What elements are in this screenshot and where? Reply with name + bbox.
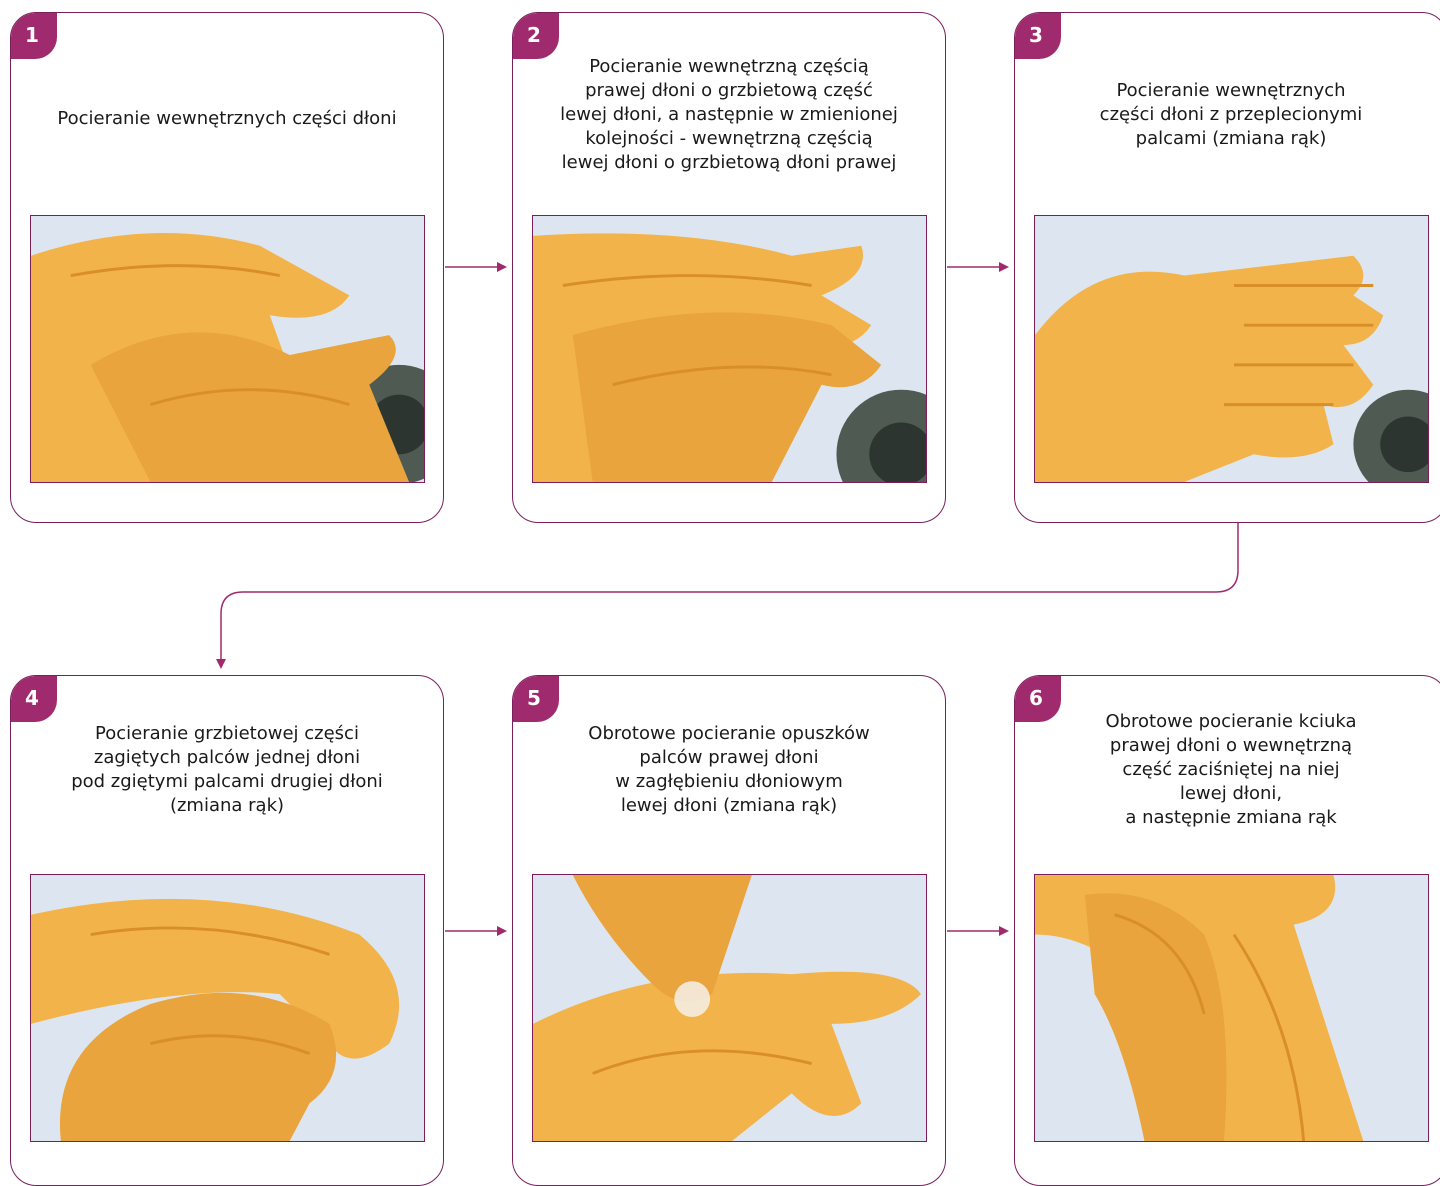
- hands-washing-illustration: [1034, 874, 1429, 1142]
- step-card-2: 2 Pocieranie wewnętrzną częścią prawej d…: [512, 12, 946, 523]
- step-card-5: 5 Obrotowe pocieranie opuszków palców pr…: [512, 675, 946, 1186]
- step-card-3: 3 Pocieranie wewnętrznych części dłoni z…: [1014, 12, 1440, 523]
- step-caption: Obrotowe pocieranie opuszków palców praw…: [533, 722, 925, 818]
- hands-washing-illustration: [532, 215, 927, 483]
- step-caption: Pocieranie wewnętrznych części dłoni z p…: [1035, 79, 1427, 151]
- hands-washing-illustration: [30, 874, 425, 1142]
- step-caption: Pocieranie wewnętrznych części dłoni: [31, 107, 423, 131]
- step-caption: Pocieranie wewnętrzną częścią prawej dło…: [533, 55, 925, 175]
- step-card-4: 4 Pocieranie grzbietowej części zagiętyc…: [10, 675, 444, 1186]
- step-number-badge: 3: [1015, 13, 1061, 59]
- step-caption: Obrotowe pocieranie kciuka prawej dłoni …: [1035, 710, 1427, 830]
- step-caption: Pocieranie grzbietowej części zagiętych …: [31, 722, 423, 818]
- step-number-badge: 5: [513, 676, 559, 722]
- hands-washing-illustration: [1034, 215, 1429, 483]
- hands-washing-illustration: [532, 874, 927, 1142]
- step-number-badge: 2: [513, 13, 559, 59]
- step-card-6: 6 Obrotowe pocieranie kciuka prawej dłon…: [1014, 675, 1440, 1186]
- step-number-badge: 1: [11, 13, 57, 59]
- step-card-1: 1 Pocieranie wewnętrznych części dłoni: [10, 12, 444, 523]
- arrow-3-to-4: [221, 523, 1238, 667]
- step-number-badge: 4: [11, 676, 57, 722]
- hands-washing-illustration: [30, 215, 425, 483]
